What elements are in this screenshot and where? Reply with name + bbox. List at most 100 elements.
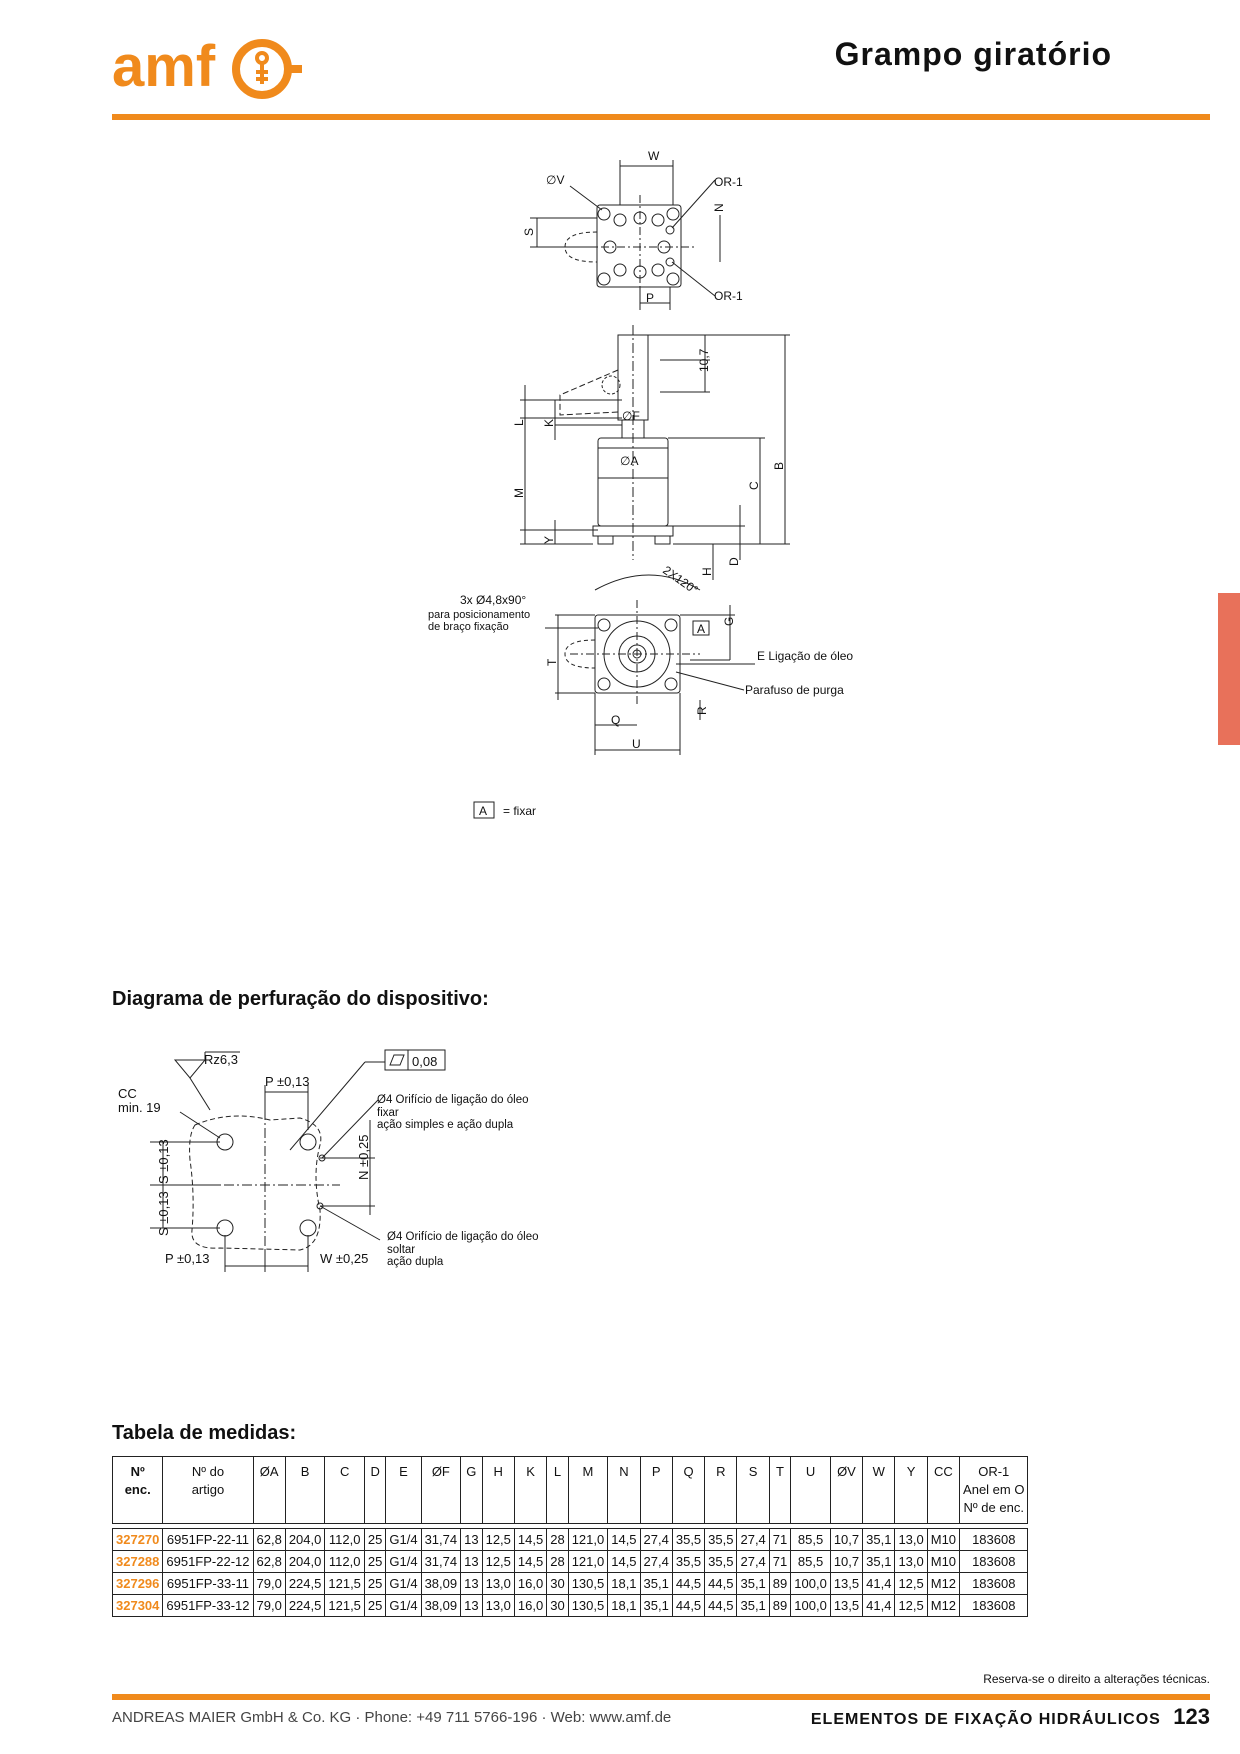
table-cell: 35,5 (704, 1528, 738, 1551)
table-cell: 28 (546, 1528, 569, 1551)
table-cell: 13,5 (829, 1594, 864, 1617)
drill-hole-icon (299, 1219, 317, 1237)
angle-label: 2X120° (660, 563, 701, 597)
table-cell: 35,1 (736, 1572, 770, 1595)
dim-h-label: H (700, 567, 714, 576)
table-cell: 35,1 (862, 1550, 896, 1573)
table-title: Tabela de medidas: (112, 1422, 297, 1444)
table-cell: 44,5 (671, 1572, 706, 1595)
table-cell: 35,5 (671, 1528, 706, 1551)
table-cell: 41,4 (862, 1594, 896, 1617)
header-dim: M (567, 1456, 609, 1524)
table-cell: 12,5 (894, 1594, 928, 1617)
table-cell: 100,0 (790, 1594, 831, 1617)
table-cell: 121,5 (324, 1594, 365, 1617)
table-cell: G1/4 (385, 1594, 422, 1617)
dim-f-label: ∅F (622, 409, 640, 423)
side-tab (1218, 593, 1240, 745)
dim-p-label: P (646, 291, 654, 305)
order-number-link[interactable]: 327304 (111, 1594, 164, 1617)
top-view-plate (596, 204, 682, 288)
table-cell: 204,0 (284, 1528, 326, 1551)
holes-note-2: de braço fixação (428, 621, 509, 633)
table-cell: 89 (768, 1594, 792, 1617)
table-cell: 13 (460, 1572, 483, 1595)
header-rule (112, 114, 1210, 120)
amf-logo: amf (112, 34, 302, 107)
roughness-symbol-icon (173, 1059, 207, 1079)
release-oil-hole-label: Ø4 Orifício de ligação do óleo (387, 1231, 539, 1243)
fixture-outline (189, 1115, 322, 1251)
table-cell: 6951FP-22-12 (162, 1550, 254, 1573)
table-cell: 183608 (959, 1572, 1029, 1595)
dim-u-label: U (632, 737, 641, 751)
dim-v-label: ∅V (546, 173, 564, 187)
table-cell: 16,0 (513, 1572, 548, 1595)
clamp-technical-drawing: W ∅V OR-1 OR-1 N S P (420, 145, 880, 830)
table-cell: 71 (768, 1528, 792, 1551)
table-cell: 44,5 (671, 1594, 706, 1617)
table-cell: 79,0 (252, 1594, 286, 1617)
datum-a-label: A (697, 622, 705, 636)
table-cell: 71 (768, 1550, 792, 1573)
table-cell: 204,0 (284, 1550, 326, 1573)
table-cell: M12 (926, 1594, 961, 1617)
clamp-oil-hole-action: ação simples e ação dupla (377, 1119, 514, 1131)
table-cell: 25 (363, 1572, 387, 1595)
flatness-symbol-icon (389, 1054, 405, 1066)
holes-note-1: para posicionamento (428, 609, 530, 621)
table-cell: 25 (363, 1550, 387, 1573)
table-cell: 38,09 (420, 1572, 462, 1595)
order-number-link[interactable]: 327296 (111, 1572, 164, 1595)
table-cell: 62,8 (252, 1528, 286, 1551)
dim-r-label: R (695, 706, 709, 715)
dim-g-label: G (722, 617, 736, 626)
dim-y-label: Y (542, 536, 556, 544)
table-cell: 121,0 (567, 1528, 609, 1551)
table-cell: 27,4 (736, 1550, 770, 1573)
logo-tail-icon (288, 65, 302, 73)
side-view: 10,7 ∅F ∅A L K M Y C B D H (512, 325, 790, 580)
table-cell: 27,4 (639, 1550, 673, 1573)
s-lower-tolerance: S ±0,13 (156, 1191, 171, 1236)
table-cell: M10 (926, 1528, 961, 1551)
purge-screw-label: Parafuso de purga (745, 683, 844, 697)
table-cell: 12,5 (481, 1528, 515, 1551)
header-dim: S (736, 1456, 770, 1524)
header-dim: W (862, 1456, 896, 1524)
clamp-oil-hole-mode: fixar (377, 1107, 399, 1119)
order-number-link[interactable]: 327270 (111, 1528, 164, 1551)
header-dim: Q (671, 1456, 706, 1524)
table-cell: 25 (363, 1528, 387, 1551)
dim-m-label: M (512, 488, 526, 498)
order-number-link[interactable]: 327288 (111, 1550, 164, 1573)
table-cell: 12,5 (894, 1572, 928, 1595)
table-cell: 31,74 (420, 1528, 462, 1551)
header-dim: R (704, 1456, 738, 1524)
p-top-tolerance: P ±0,13 (265, 1074, 309, 1089)
table-cell: G1/4 (385, 1528, 422, 1551)
company-info: ANDREAS MAIER GmbH & Co. KG · Phone: +49… (112, 1709, 672, 1726)
dim-k-label: K (542, 419, 556, 427)
table-cell: 121,5 (324, 1572, 365, 1595)
section-name: ELEMENTOS DE FIXAÇÃO HIDRÁULICOS (810, 1711, 1161, 1728)
legend: A = fixar (473, 801, 536, 819)
table-cell: M12 (926, 1572, 961, 1595)
table-cell: 16,0 (513, 1594, 548, 1617)
table-cell: 12,5 (481, 1550, 515, 1573)
table-cell: 35,5 (704, 1550, 738, 1573)
dim-t-label: T (545, 658, 559, 666)
clamp-oil-hole-label: Ø4 Orifício de ligação do óleo (377, 1094, 529, 1106)
cc-min-label: min. 19 (118, 1100, 161, 1115)
table-cell: 14,5 (513, 1550, 548, 1573)
table-cell: 13 (460, 1550, 483, 1573)
header-dim: P (639, 1456, 673, 1524)
legend-text: = fixar (503, 804, 536, 818)
header-dim: B (284, 1456, 326, 1524)
table-cell: 62,8 (252, 1550, 286, 1573)
